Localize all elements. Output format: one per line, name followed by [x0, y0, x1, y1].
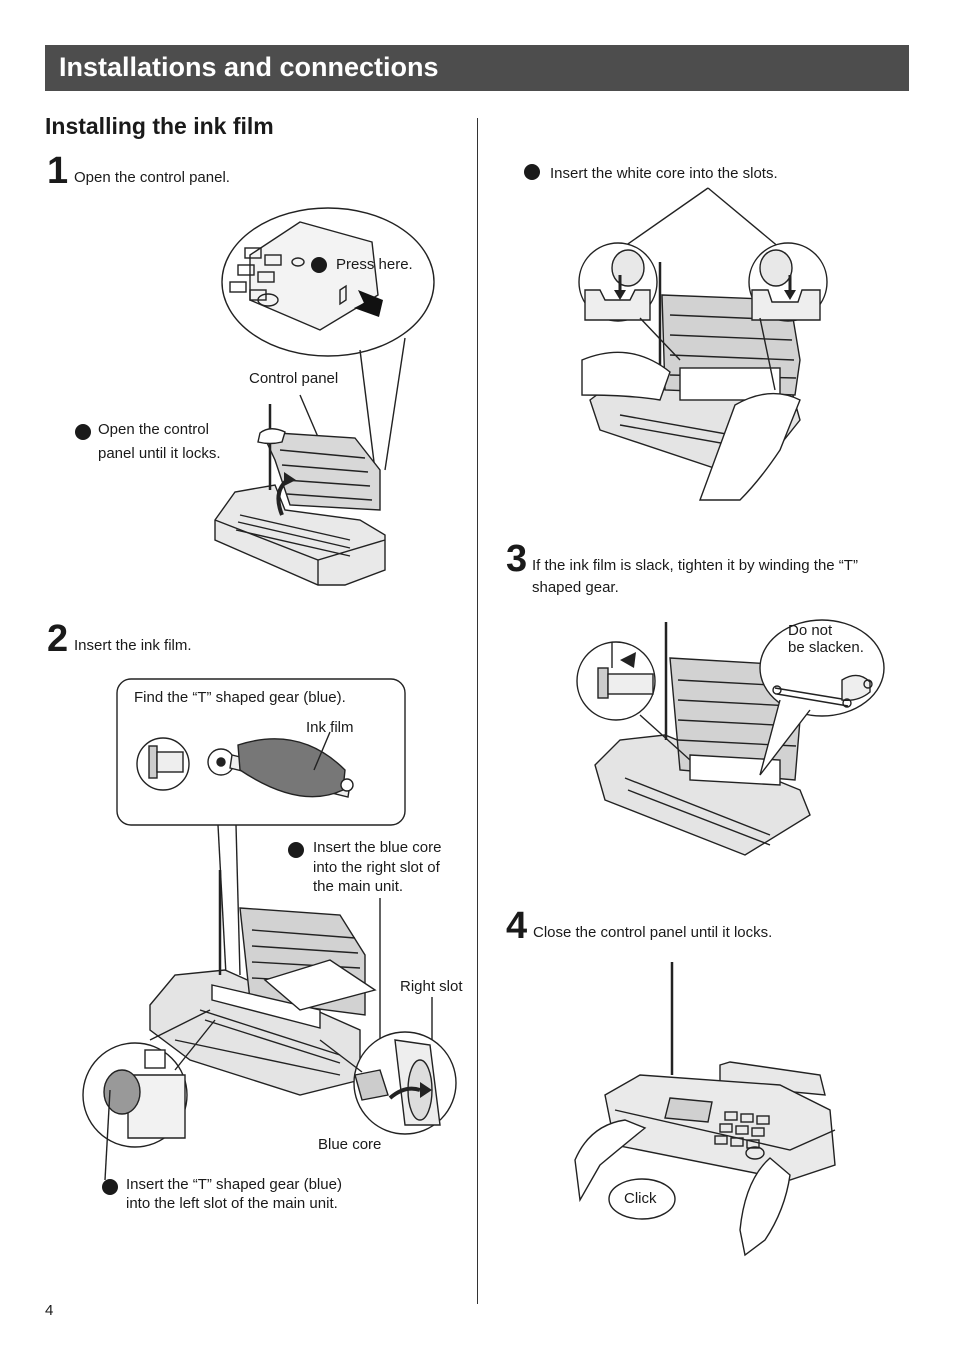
- label-blue-core-line-3: the main unit.: [313, 878, 404, 895]
- bullet: [524, 164, 540, 180]
- label-gear-line-2: into the left slot of the main unit.: [126, 1195, 338, 1212]
- label-blue-core-line-2: into the right slot of: [313, 859, 440, 876]
- bullet: [311, 257, 327, 273]
- step-2-number: 2: [47, 618, 69, 660]
- label-find-gear: Find the “T” shaped gear (blue).: [134, 689, 346, 706]
- label-slack-line-1: Do not: [788, 622, 833, 639]
- column-divider: [477, 118, 478, 1304]
- label-click: Click: [624, 1190, 657, 1207]
- bullet: [288, 842, 304, 858]
- label-gear-line-1: Insert the “T” shaped gear (blue): [126, 1176, 342, 1193]
- label-right-slot: Right slot: [400, 978, 463, 995]
- step-3-number: 3: [506, 538, 528, 580]
- step-4-text: Close the control panel until it locks.: [533, 924, 773, 941]
- section-title: Installations and connections: [59, 52, 439, 82]
- step-1-text: Open the control panel.: [74, 169, 230, 186]
- section-banner: Installations and connections: [45, 45, 909, 91]
- label-blue-core-line-1: Insert the blue core: [313, 839, 442, 856]
- label-slack-line-2: be slacken.: [788, 639, 864, 656]
- step-2b-text: Insert the white core into the slots.: [550, 165, 778, 182]
- label-control-panel: Control panel: [249, 370, 339, 387]
- step-2-text: Insert the ink film.: [74, 637, 192, 654]
- step-3-text-line-1: If the ink film is slack, tighten it by …: [532, 557, 858, 574]
- step-1-number: 1: [47, 150, 69, 192]
- bullet: [102, 1179, 118, 1195]
- label-ink-film: Ink film: [306, 719, 354, 736]
- step-4-number: 4: [506, 905, 528, 947]
- bullet: [75, 424, 91, 440]
- label-blue-core: Blue core: [318, 1136, 382, 1153]
- page-title: Installing the ink film: [45, 113, 274, 139]
- step-3-text-line-2: shaped gear.: [532, 579, 619, 596]
- label-press-here: Press here.: [336, 256, 413, 273]
- page-number: 4: [45, 1302, 54, 1319]
- label-open-line-2: panel until it locks.: [98, 445, 221, 462]
- label-open-line-1: Open the control: [98, 421, 209, 438]
